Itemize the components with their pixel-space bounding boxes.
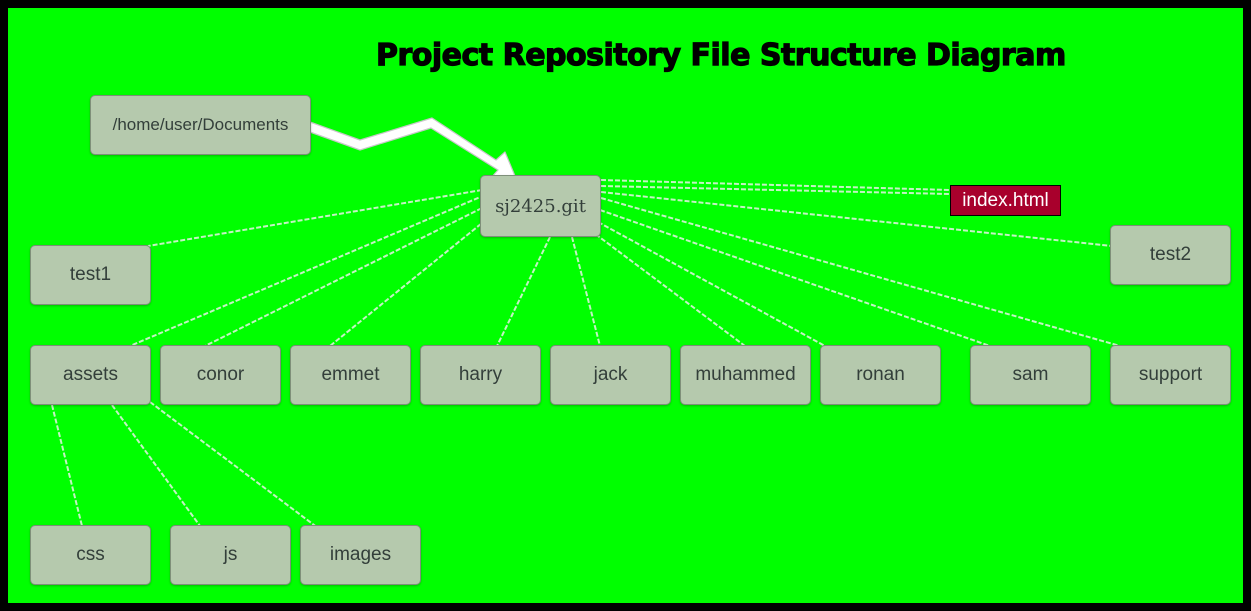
node-folder-muhammed[interactable]: muhammed: [680, 345, 811, 405]
node-folder-sam[interactable]: sam: [970, 345, 1091, 405]
node-folder-jack[interactable]: jack: [550, 345, 671, 405]
node-folder-support[interactable]: support: [1110, 345, 1231, 405]
node-repository[interactable]: sj2425.git: [480, 175, 601, 237]
diagram-title: Project Repository File Structure Diagra…: [375, 37, 1066, 73]
node-folder-conor[interactable]: conor: [160, 345, 281, 405]
node-folder-assets[interactable]: assets: [30, 345, 151, 405]
node-folder-harry[interactable]: harry: [420, 345, 541, 405]
node-source-path[interactable]: /home/user/Documents: [90, 95, 311, 155]
node-folder-js[interactable]: js: [170, 525, 291, 585]
node-folder-images[interactable]: images: [300, 525, 421, 585]
node-folder-emmet[interactable]: emmet: [290, 345, 411, 405]
node-folder-ronan[interactable]: ronan: [820, 345, 941, 405]
node-folder-test2[interactable]: test2: [1110, 225, 1231, 285]
node-folder-css[interactable]: css: [30, 525, 151, 585]
file-index-html[interactable]: index.html: [950, 185, 1061, 216]
node-folder-test1[interactable]: test1: [30, 245, 151, 305]
